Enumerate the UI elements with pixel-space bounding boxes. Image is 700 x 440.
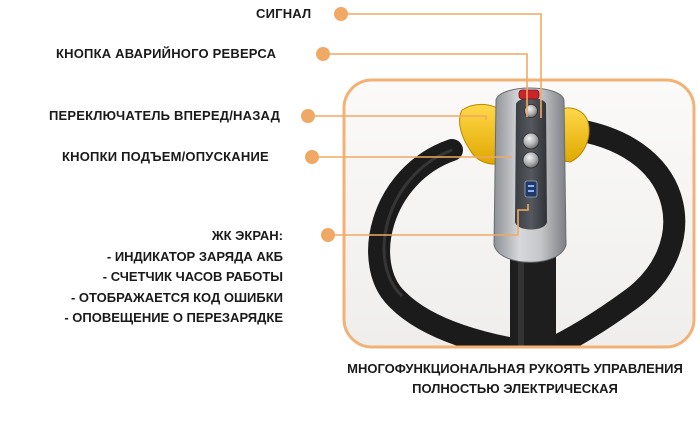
leader-signal	[341, 13, 542, 118]
label-lift-lower: КНОПКИ ПОДЪЕМ/ОПУСКАНИЕ	[62, 149, 269, 164]
leader-emergency-reverse	[323, 53, 528, 117]
handle-loop	[368, 119, 686, 347]
lcd-description: ЖК ЭКРАН: - ИНДИКАТОР ЗАРЯДА АКБ - СЧЕТЧ…	[30, 226, 283, 329]
handle-shaft	[510, 255, 556, 347]
caption-line-1: МНОГОФУНКЦИОНАЛЬНАЯ РУКОЯТЬ УПРАВЛЕНИЯ	[347, 361, 683, 376]
leader-forward-backward	[308, 115, 487, 120]
callout-dots	[301, 7, 348, 242]
caption-line-2: ПОЛНОСТЬЮ ЭЛЕКТРИЧЕСКАЯ	[412, 381, 618, 396]
label-signal: СИГНАЛ	[256, 6, 312, 21]
lcd-item: - ОПОВЕЩЕНИЕ О ПЕРЕЗАРЯДКЕ	[64, 310, 283, 325]
image-caption: МНОГОФУНКЦИОНАЛЬНАЯ РУКОЯТЬ УПРАВЛЕНИЯ П…	[330, 359, 700, 399]
lift-button-icon	[522, 132, 540, 150]
lower-button-icon	[522, 151, 540, 169]
lcd-title: ЖК ЭКРАН:	[211, 228, 283, 243]
lcd-item: - СЧЕТЧИК ЧАСОВ РАБОТЫ	[102, 269, 283, 284]
lcd-item: - ОТОБРАЖАЕТСЯ КОД ОШИБКИ	[70, 289, 283, 305]
label-forward-backward: ПЕРЕКЛЮЧАТЕЛЬ ВПЕРЕД/НАЗАД	[49, 108, 281, 123]
leader-lcd	[328, 204, 529, 236]
label-emergency-reverse: КНОПКА АВАРИЙНОГО РЕВЕРСА	[56, 46, 277, 61]
image-frame-border	[342, 78, 696, 349]
signal-button-icon	[518, 89, 540, 100]
callout-lines	[308, 13, 542, 236]
lcd-item: - ИНДИКАТОР ЗАРЯДА АКБ	[106, 248, 283, 264]
lcd-screen-icon	[524, 180, 538, 198]
